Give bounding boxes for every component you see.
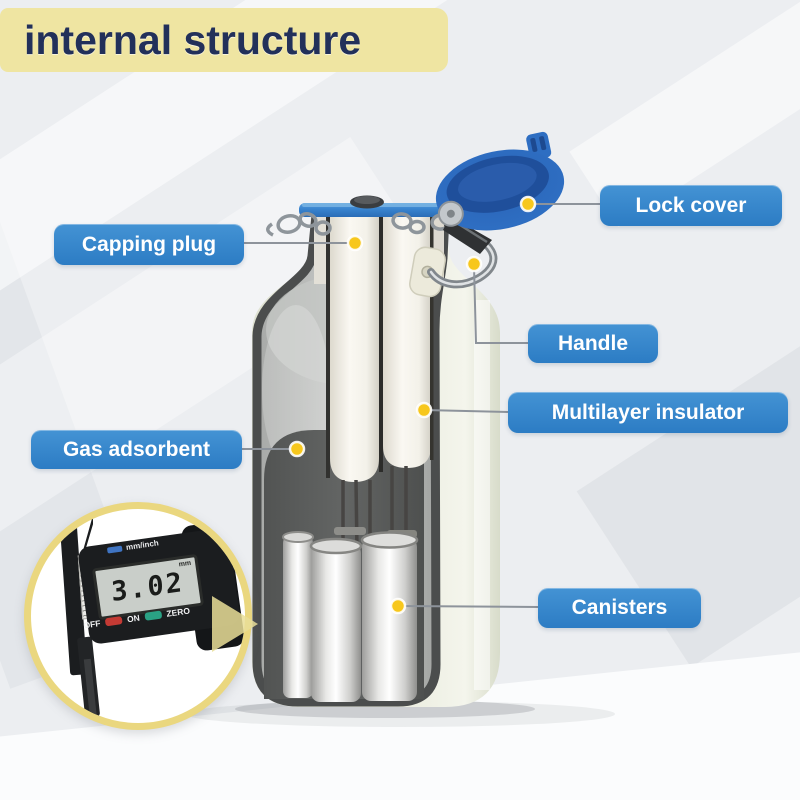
canisters-group: [282, 531, 419, 702]
tank-shadow: [185, 701, 615, 727]
caliper-pointer-arrow: [212, 596, 258, 652]
caliper-reading: 3.02: [110, 566, 186, 608]
page-title: internal structure: [24, 16, 362, 63]
label-lock-cover: Lock cover: [600, 185, 782, 226]
label-capping-plug-text: Capping plug: [81, 232, 217, 256]
on-label: ON: [126, 612, 141, 625]
marker-capping-plug: [346, 234, 364, 252]
lock-cover-lid: [435, 131, 565, 231]
zero-button: [144, 610, 163, 621]
tube-seam: [326, 210, 330, 478]
marker-multilayer-insulator: [415, 401, 433, 419]
connector-lines: [241, 203, 602, 608]
canister: [362, 538, 417, 701]
title-banner: internal structure: [0, 8, 448, 72]
caliper-inset: mm/inch 3.02 mm OFF ON ZERO: [24, 502, 252, 730]
inner-tube-left: [330, 210, 379, 482]
label-multilayer-insulator-text: Multilayer insulator: [551, 400, 745, 424]
label-capping-plug: Capping plug: [54, 224, 244, 265]
mode-button: [106, 545, 123, 554]
label-handle-text: Handle: [557, 331, 628, 355]
plug-knob-top: [354, 196, 380, 204]
label-handle: Handle: [528, 324, 658, 363]
tube-seam: [430, 210, 434, 460]
label-canisters-text: Canisters: [571, 596, 668, 619]
marker-dots: [288, 195, 537, 615]
label-gas-adsorbent-text: Gas adsorbent: [62, 437, 211, 461]
canister: [311, 544, 361, 702]
caliper-unit: mm: [178, 559, 192, 569]
canister: [283, 536, 313, 698]
lid-inner-face: [458, 162, 537, 202]
label-lock-cover-text: Lock cover: [635, 193, 747, 217]
tube-seam: [379, 210, 383, 472]
marker-canisters: [389, 597, 407, 615]
marker-handle: [465, 255, 483, 273]
label-gas-adsorbent: Gas adsorbent: [31, 430, 242, 469]
rod-bracket: [334, 527, 366, 535]
label-canisters: Canisters: [538, 588, 701, 628]
off-button: [104, 616, 123, 627]
marker-lock-cover: [519, 195, 537, 213]
marker-gas-adsorbent: [288, 440, 306, 458]
label-multilayer-insulator: Multilayer insulator: [508, 392, 788, 433]
shell-highlight: [474, 300, 490, 690]
